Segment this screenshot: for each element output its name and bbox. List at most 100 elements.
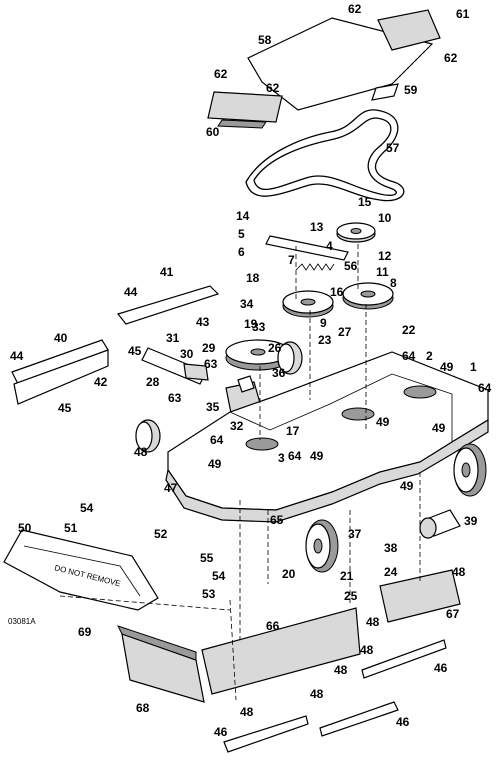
callout-5: 5 bbox=[238, 227, 245, 241]
deck-cover-58 bbox=[247, 17, 434, 111]
callout-41: 41 bbox=[160, 265, 174, 279]
callout-67: 67 bbox=[446, 607, 460, 621]
callout-7: 7 bbox=[288, 253, 295, 267]
callout-42: 42 bbox=[94, 375, 108, 389]
baffle-42 bbox=[11, 339, 109, 405]
callout-38: 38 bbox=[384, 541, 398, 555]
callout-12: 12 bbox=[378, 249, 392, 263]
callout-6: 6 bbox=[238, 245, 245, 259]
callout-62-b: 62 bbox=[444, 51, 458, 65]
callout-2: 2 bbox=[426, 349, 433, 363]
callout-15: 15 bbox=[358, 195, 372, 209]
callout-48-g: 48 bbox=[240, 705, 254, 719]
drawing-code: 03081A bbox=[8, 617, 36, 626]
callout-63-lower: 63 bbox=[168, 391, 182, 405]
callout-1: 1 bbox=[470, 360, 477, 374]
idler-pulley-10 bbox=[336, 222, 376, 243]
callout-61: 61 bbox=[456, 7, 470, 21]
spindle-pulley-8-right bbox=[342, 282, 394, 310]
callout-45-lower: 45 bbox=[58, 401, 72, 415]
discharge-deflector-50: DO NOT REMOVE bbox=[3, 529, 159, 611]
callout-68: 68 bbox=[136, 701, 150, 715]
assembly-leader-lines bbox=[59, 244, 421, 701]
callout-9: 9 bbox=[320, 316, 327, 330]
side-shield-68 bbox=[117, 625, 205, 703]
callout-23: 23 bbox=[318, 333, 332, 347]
callout-49-c: 49 bbox=[432, 421, 446, 435]
deck-shield-67 bbox=[379, 569, 461, 623]
callout-48-f: 48 bbox=[310, 687, 324, 701]
callout-39: 39 bbox=[464, 514, 478, 528]
callout-30: 30 bbox=[180, 347, 194, 361]
callout-66: 66 bbox=[266, 619, 280, 633]
cover-bracket-60 bbox=[207, 91, 283, 129]
callout-22: 22 bbox=[402, 323, 416, 337]
callout-36: 36 bbox=[272, 366, 286, 380]
callout-45-upper: 45 bbox=[128, 344, 142, 358]
caster-wheel-26-upper bbox=[277, 341, 303, 375]
callout-55: 55 bbox=[200, 551, 214, 565]
callout-44-upper: 44 bbox=[124, 285, 138, 299]
gearbox-pulley-33 bbox=[225, 339, 291, 371]
callout-24: 24 bbox=[384, 565, 398, 579]
callout-51: 51 bbox=[64, 521, 78, 535]
spring-16 bbox=[295, 263, 335, 271]
callout-64-a: 64 bbox=[402, 349, 416, 363]
callout-49-f: 49 bbox=[400, 479, 414, 493]
callout-34: 34 bbox=[240, 297, 254, 311]
callout-50: 50 bbox=[18, 521, 32, 535]
callout-64-b: 64 bbox=[478, 381, 492, 395]
callout-49-b: 49 bbox=[376, 415, 390, 429]
callout-49-d: 49 bbox=[310, 449, 324, 463]
roller-39 bbox=[419, 509, 461, 539]
callout-60: 60 bbox=[206, 125, 220, 139]
callout-65: 65 bbox=[270, 513, 284, 527]
spindle-pulley-8-left bbox=[282, 290, 334, 318]
callout-31: 31 bbox=[166, 331, 180, 345]
callout-27: 27 bbox=[338, 325, 352, 339]
callout-29: 29 bbox=[202, 341, 216, 355]
callout-32: 32 bbox=[230, 419, 244, 433]
callout-20: 20 bbox=[282, 567, 296, 581]
callout-62-a: 62 bbox=[348, 2, 362, 16]
callout-26: 26 bbox=[268, 341, 282, 355]
callout-3: 3 bbox=[278, 451, 285, 465]
callout-35: 35 bbox=[206, 400, 220, 414]
callout-64-d: 64 bbox=[288, 449, 302, 463]
deck-wheel-front bbox=[305, 519, 339, 573]
callout-46-middle: 46 bbox=[396, 715, 410, 729]
callout-18: 18 bbox=[246, 271, 260, 285]
callout-47: 47 bbox=[164, 481, 178, 495]
coupler-30 bbox=[183, 363, 209, 381]
callout-4: 4 bbox=[326, 239, 333, 253]
cover-hinge-59 bbox=[371, 83, 399, 101]
deck-shield-66 bbox=[201, 607, 361, 695]
callout-63-upper: 63 bbox=[204, 357, 218, 371]
caster-wheel-26-left bbox=[135, 419, 161, 453]
callout-10: 10 bbox=[378, 211, 392, 225]
blade-46-middle bbox=[319, 701, 399, 737]
callout-48-a: 48 bbox=[134, 445, 148, 459]
drive-belt-57 bbox=[245, 109, 405, 202]
callout-14: 14 bbox=[236, 209, 250, 223]
callout-69: 69 bbox=[78, 625, 92, 639]
callout-46-left: 46 bbox=[214, 725, 228, 739]
callout-58: 58 bbox=[258, 33, 272, 47]
callout-48-b: 48 bbox=[452, 565, 466, 579]
callout-62-d: 62 bbox=[266, 81, 280, 95]
baffle-41 bbox=[116, 285, 220, 325]
callout-labels: 1 2 3 4 5 6 7 8 9 10 11 12 13 14 15 16 1… bbox=[8, 2, 492, 739]
cover-latch-61 bbox=[377, 9, 441, 51]
callout-52: 52 bbox=[154, 527, 168, 541]
callout-11: 11 bbox=[376, 265, 389, 279]
callout-25: 25 bbox=[344, 589, 358, 603]
callout-8: 8 bbox=[390, 276, 397, 290]
callout-54-upper: 54 bbox=[80, 501, 94, 515]
callout-44-lower: 44 bbox=[10, 349, 24, 363]
callout-49-e: 49 bbox=[208, 457, 222, 471]
callout-40: 40 bbox=[54, 331, 68, 345]
callout-56: 56 bbox=[344, 259, 358, 273]
mower-deck-shell-1 bbox=[165, 351, 489, 523]
callout-48-c: 48 bbox=[366, 615, 380, 629]
